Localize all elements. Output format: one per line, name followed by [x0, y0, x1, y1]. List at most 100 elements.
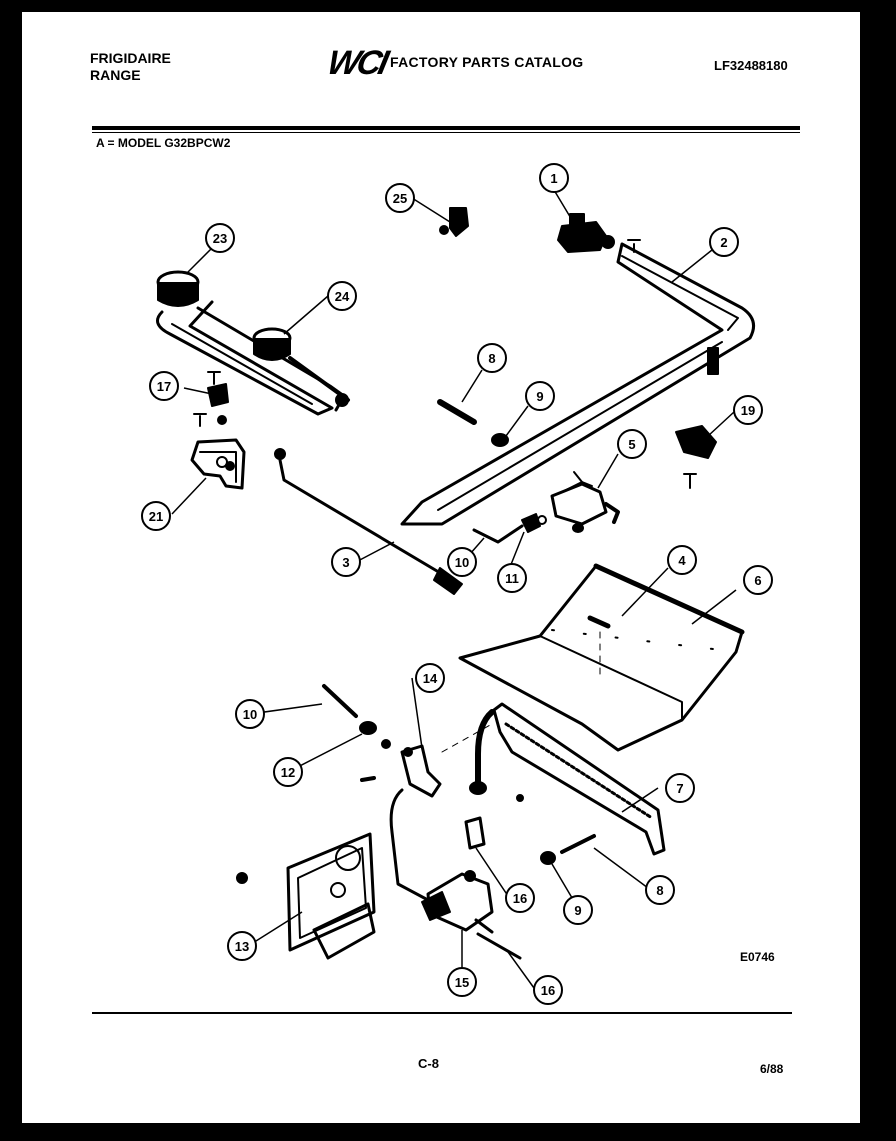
header-rule-thin [92, 132, 800, 133]
callout-circle [563, 895, 593, 925]
callout-circle [497, 563, 527, 593]
callout-circle [141, 501, 171, 531]
callout-circle [533, 975, 563, 1005]
callout-c13: 13 [227, 931, 257, 961]
callout-c10b: 10 [235, 699, 265, 729]
callout-circle [525, 381, 555, 411]
callout-c2: 2 [709, 227, 739, 257]
callout-c24: 24 [327, 281, 357, 311]
callout-label: 10 [455, 555, 469, 570]
callout-c4: 4 [667, 545, 697, 575]
callout-circle [447, 547, 477, 577]
diagram-code: E0746 [740, 950, 775, 964]
callout-c23: 23 [205, 223, 235, 253]
tube-part-10-bottom [322, 684, 358, 718]
callout-c6: 6 [743, 565, 773, 595]
callout-circle [617, 429, 647, 459]
brand-block: FRIGIDAIRE RANGE [90, 50, 171, 84]
mount-part-21 [190, 438, 246, 490]
callout-label: 12 [281, 765, 295, 780]
deflector-part-6 [458, 563, 745, 752]
callout-c9b: 9 [563, 895, 593, 925]
burner-assembly [156, 270, 350, 416]
callout-label: 24 [335, 289, 350, 304]
catalog-page: FRIGIDAIRE RANGE WCI FACTORY PARTS CATAL… [22, 12, 860, 1123]
callout-circle [477, 343, 507, 373]
part-number: LF32488180 [714, 58, 788, 73]
callout-circle [539, 163, 569, 193]
callout-circle [709, 227, 739, 257]
callout-label: 4 [678, 553, 686, 568]
callout-circle [415, 663, 445, 693]
callout-label: 3 [342, 555, 349, 570]
bracket-part-17 [193, 371, 229, 427]
callout-label: 13 [235, 939, 249, 954]
model-line: A = MODEL G32BPCW2 [96, 136, 231, 150]
callout-c8a: 8 [477, 343, 507, 373]
brand-name: FRIGIDAIRE [90, 50, 171, 66]
callout-circle [149, 371, 179, 401]
orifice-part-8-bottom [560, 834, 596, 854]
callout-circle [205, 223, 235, 253]
header-rule-thick [92, 126, 800, 130]
callout-circle [227, 931, 257, 961]
callout-label: 10 [243, 707, 257, 722]
callout-label: 16 [541, 983, 555, 998]
callout-c11: 11 [497, 563, 527, 593]
callout-label: 8 [656, 883, 663, 898]
callout-label: 7 [676, 781, 683, 796]
callout-circle [667, 545, 697, 575]
exploded-parts-diagram: 1234567889910101112131415161617192123242… [141, 163, 773, 1005]
clip-part-19 [675, 425, 717, 489]
callout-c3: 3 [331, 547, 361, 577]
callout-c7: 7 [665, 773, 695, 803]
valve-part-1 [557, 213, 641, 253]
callout-label: 16 [513, 891, 527, 906]
callout-label: 14 [423, 671, 438, 686]
catalog-title: FACTORY PARTS CATALOG [390, 54, 584, 70]
print-date: 6/88 [760, 1062, 784, 1076]
callout-circle [665, 773, 695, 803]
callout-circle [273, 757, 303, 787]
bracket-part-25 [439, 207, 469, 237]
broil-burner-part-7 [469, 702, 666, 856]
screw-part-4 [587, 615, 611, 681]
callout-label: 17 [157, 379, 171, 394]
callout-c14: 14 [415, 663, 445, 693]
fitting-part-11 [521, 513, 547, 533]
callout-label: 9 [574, 903, 581, 918]
callout-c5: 5 [617, 429, 647, 459]
tube-part-3 [274, 448, 463, 595]
footer-rule [92, 1012, 792, 1014]
callout-circle [327, 281, 357, 311]
callout-c9a: 9 [525, 381, 555, 411]
callout-c12: 12 [273, 757, 303, 787]
callout-circle [743, 565, 773, 595]
callout-label: 19 [741, 403, 755, 418]
callout-label: 1 [550, 171, 557, 186]
tube-part-10-top [472, 524, 524, 544]
callout-circle [331, 547, 361, 577]
product-type: RANGE [90, 67, 141, 83]
callout-c8b: 8 [645, 875, 675, 905]
callout-c15: 15 [447, 967, 477, 997]
valve-part-15 [389, 788, 494, 934]
callout-circle [733, 395, 763, 425]
valve-part-5 [550, 471, 620, 533]
callout-label: 11 [505, 571, 519, 586]
nut-part-12 [359, 721, 391, 749]
burner-manifold [400, 242, 756, 526]
callout-label: 5 [628, 437, 635, 452]
orifice-part-8-top [437, 399, 477, 425]
callout-circle [235, 699, 265, 729]
callout-label: 6 [754, 573, 761, 588]
callout-circle [505, 883, 535, 913]
callout-circle [385, 183, 415, 213]
callout-c1: 1 [539, 163, 569, 193]
callout-label: 21 [149, 509, 163, 524]
callout-c19: 19 [733, 395, 763, 425]
callout-label: 23 [213, 231, 227, 246]
callout-circle [645, 875, 675, 905]
page-number: C-8 [418, 1056, 439, 1071]
